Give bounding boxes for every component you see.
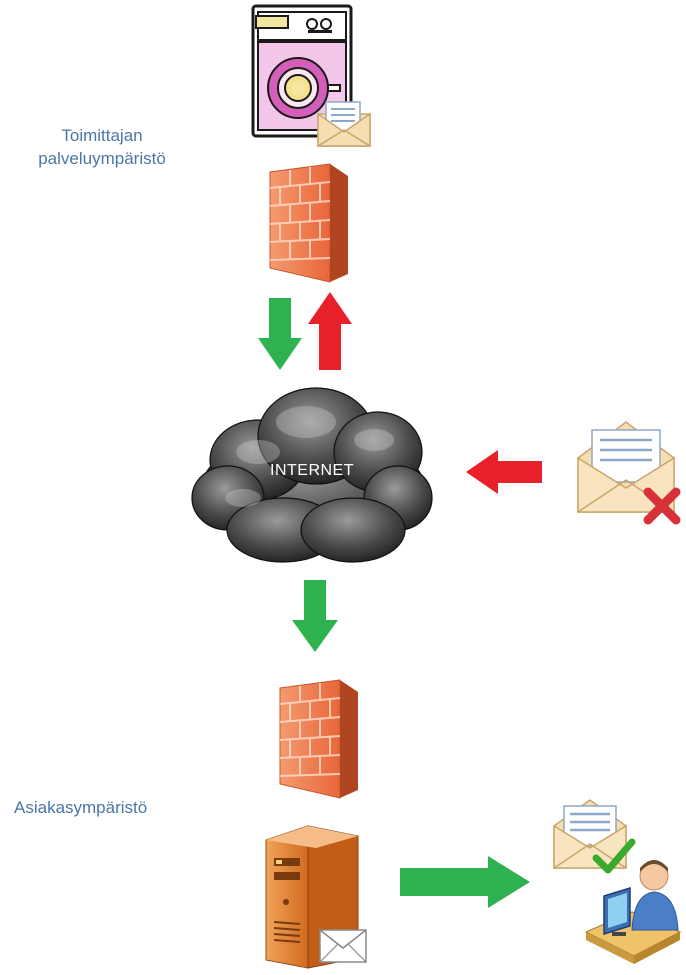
envelope-rejected-icon <box>576 418 684 528</box>
washing-machine-icon <box>250 2 360 152</box>
arrow-right-icon <box>400 856 530 908</box>
arrow-up-icon <box>308 292 352 370</box>
envelope-icon <box>318 924 368 966</box>
arrow-left-icon <box>466 450 542 494</box>
cloud-icon <box>188 380 438 570</box>
firewall-icon <box>266 158 352 288</box>
supplier-environment-label: Toimittajan palveluympäristö <box>38 126 166 168</box>
reject-x-icon <box>643 487 681 525</box>
check-icon <box>592 838 636 874</box>
firewall-icon <box>276 674 362 804</box>
customer-environment-label: Asiakasympäristö <box>14 798 148 817</box>
arrow-down-icon <box>292 580 338 652</box>
envelope-accepted-icon <box>552 796 638 876</box>
user-at-desk-icon <box>580 852 684 968</box>
arrow-down-icon <box>258 298 302 370</box>
envelope-icon <box>316 100 372 148</box>
internet-label: INTERNET <box>270 462 354 479</box>
